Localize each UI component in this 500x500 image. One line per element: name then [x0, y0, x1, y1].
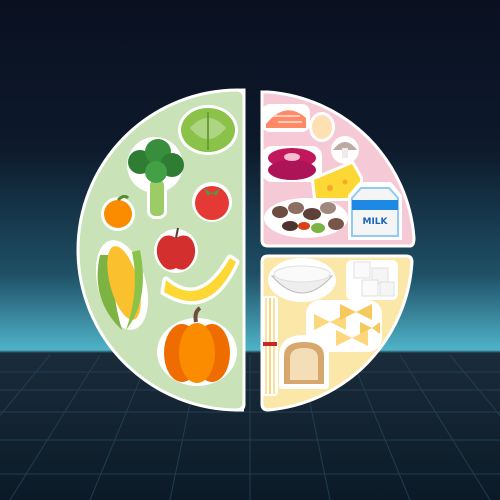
- bread-icon: [279, 335, 329, 389]
- flour-bowl-icon: [268, 258, 336, 302]
- tomato-icon: [192, 182, 232, 222]
- orange-icon: [101, 194, 135, 231]
- sugar-cubes-icon: [346, 260, 398, 300]
- milk-carton-icon: MILK: [348, 182, 402, 240]
- floor-grid: [0, 354, 500, 500]
- corn-icon: [95, 240, 149, 330]
- cabbage-icon: [178, 105, 238, 155]
- pasta-bows-icon: [306, 300, 382, 352]
- egg-icon: [309, 112, 335, 142]
- salmon-icon: [262, 104, 310, 132]
- milk-label: MILK: [362, 217, 388, 227]
- broccoli-icon: [127, 137, 184, 219]
- spaghetti-icon: [262, 296, 278, 396]
- steak-icon: [262, 146, 322, 182]
- banana-icon: [160, 254, 240, 305]
- mushroom-icon: [331, 136, 359, 164]
- apple-icon: [154, 227, 198, 273]
- nuts-icon: [264, 198, 348, 238]
- pumpkin-icon: [157, 306, 237, 386]
